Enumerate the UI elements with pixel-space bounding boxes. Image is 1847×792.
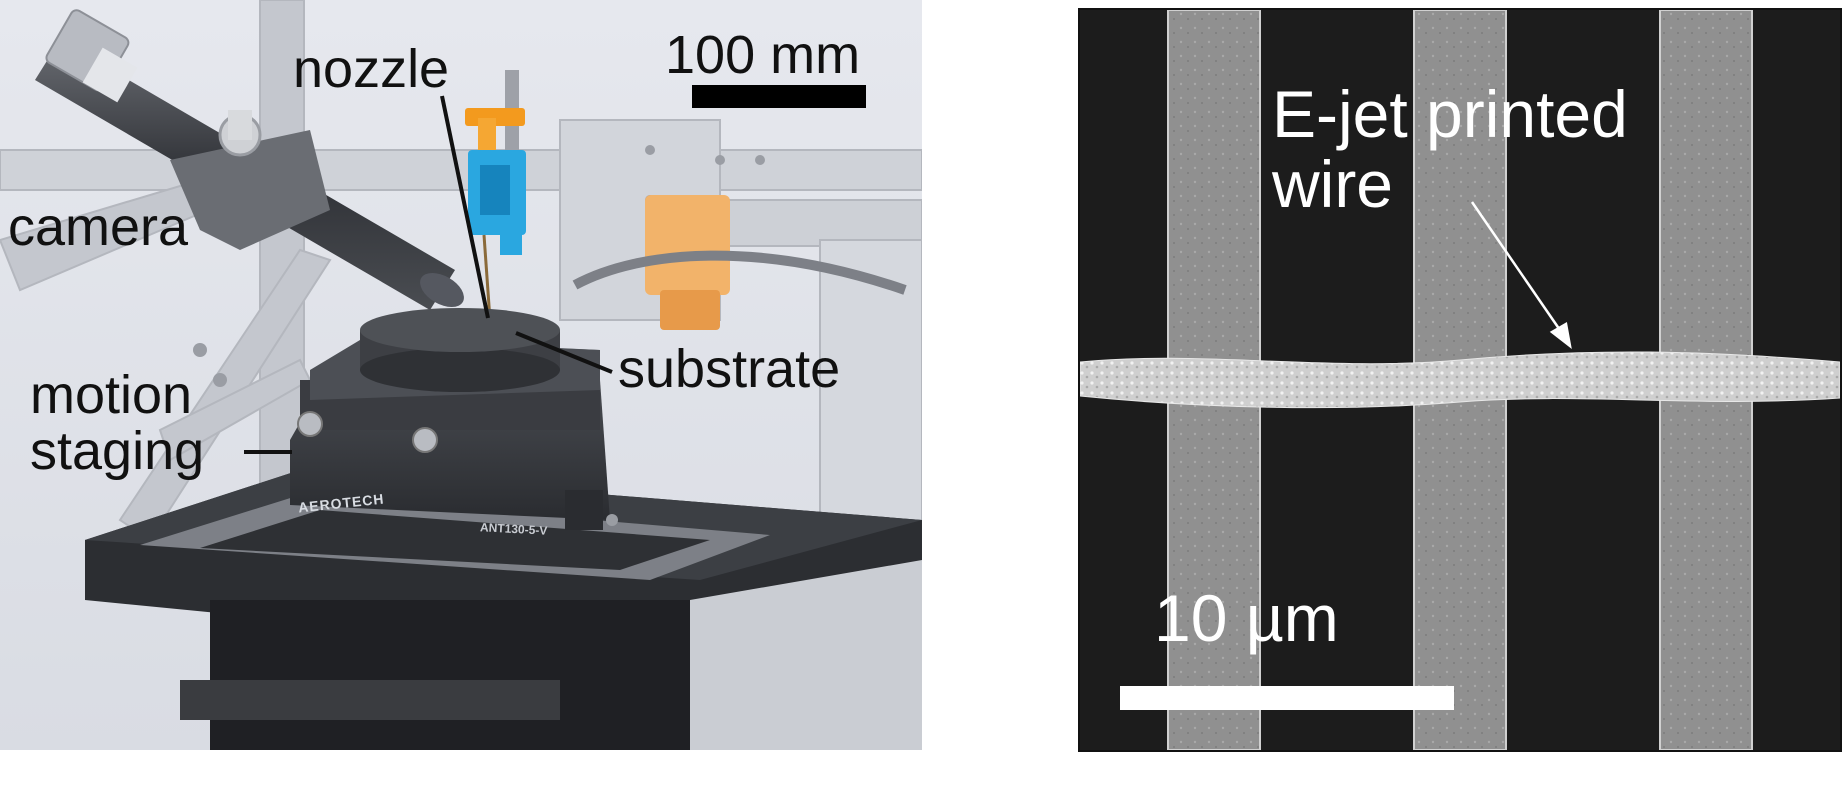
- printed-wire: [1080, 351, 1840, 409]
- camera-assembly: [35, 9, 464, 310]
- scale-bar-label-10um: 10 µm: [1154, 581, 1339, 655]
- printer-setup-rendering: nozzle camera substrate motion staging 1…: [0, 0, 922, 750]
- printer-illustration: [0, 0, 922, 750]
- wire-annotation-line2: wire: [1272, 147, 1394, 221]
- scale-bar-100mm: [692, 85, 866, 108]
- label-leader-lines: [244, 95, 613, 454]
- scale-bar-label-100mm: 100 mm: [665, 25, 861, 85]
- secondary-camera: [572, 195, 907, 330]
- nozzle-label: nozzle: [293, 39, 450, 99]
- substrate-disk: [360, 308, 560, 392]
- motion-staging-label-line2: staging: [30, 421, 205, 481]
- sem-micrograph: E-jet printed wire 10 µm: [1078, 8, 1842, 752]
- substrate-label: substrate: [618, 339, 841, 399]
- annotation-arrow: [1470, 201, 1572, 349]
- camera-label: camera: [8, 197, 189, 257]
- sem-image: [1080, 10, 1840, 750]
- motion-staging-label-line1: motion: [30, 365, 193, 425]
- wire-annotation-line1: E-jet printed: [1272, 77, 1628, 151]
- nozzle-assembly: [465, 70, 526, 321]
- scale-bar-10um: [1120, 686, 1454, 710]
